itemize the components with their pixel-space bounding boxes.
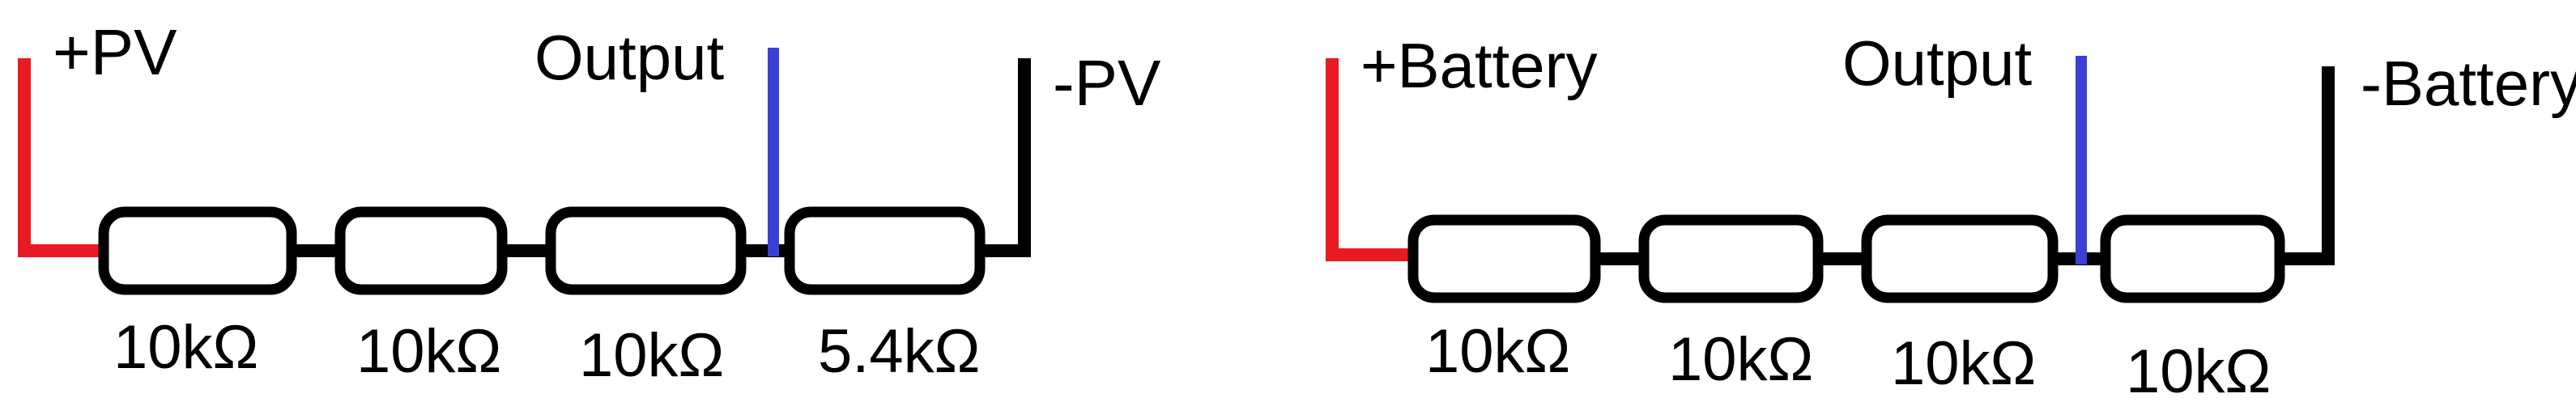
pv-negative-wire [973, 58, 1031, 257]
battery-divider-circuit: +Battery Output -Battery 10kΩ 10kΩ 10kΩ … [1326, 28, 2576, 406]
pv-negative-label: -PV [1053, 47, 1161, 119]
battery-resistor-4 [2100, 214, 2285, 303]
battery-negative-label: -Battery [2361, 48, 2576, 119]
pv-resistor-2 [334, 206, 508, 295]
pv-positive-wire [18, 58, 110, 257]
battery-resistor-2 [1638, 214, 1824, 303]
pv-resistor-3 [545, 206, 747, 295]
battery-resistor-3-value: 10kΩ [1891, 329, 2036, 398]
battery-resistor-3 [1861, 214, 2059, 303]
battery-resistor-1-value: 10kΩ [1425, 317, 1570, 386]
battery-resistor-1 [1407, 214, 1601, 303]
battery-negative-wire [2273, 66, 2335, 265]
battery-resistor-2-value: 10kΩ [1668, 325, 1813, 394]
battery-positive-label: +Battery [1360, 30, 1598, 101]
pv-divider-circuit: +PV Output -PV 10kΩ 10kΩ 10kΩ 5.4kΩ [18, 16, 1161, 390]
pv-resistor-4 [784, 206, 986, 295]
battery-output-label: Output [1842, 28, 2032, 99]
pv-resistor-2-value: 10kΩ [356, 317, 501, 386]
pv-positive-label: +PV [53, 16, 177, 88]
pv-output-label: Output [534, 22, 724, 93]
battery-positive-wire [1326, 58, 1420, 261]
pv-resistor-1 [98, 206, 297, 295]
pv-resistor-4-value: 5.4kΩ [818, 317, 980, 386]
battery-resistor-4-value: 10kΩ [2126, 337, 2271, 406]
pv-resistor-1-value: 10kΩ [113, 313, 258, 382]
pv-resistor-3-value: 10kΩ [579, 321, 724, 390]
